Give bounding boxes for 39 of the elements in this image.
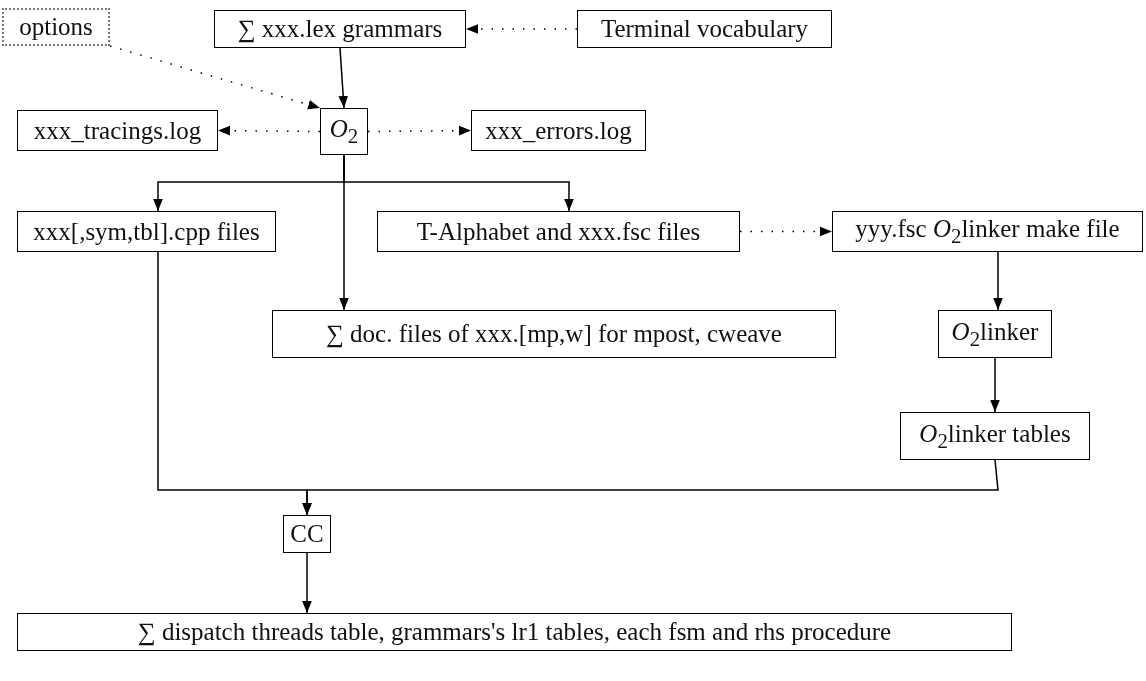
node-label: O$_{2}$linker tables [919,419,1071,453]
dotted-arrow [109,45,321,110]
process-box [283,515,331,553]
node-label: ∑ doc. files of xxx.[mp,w] for mpost, cweave [326,320,782,348]
arrow [302,459,999,516]
process-box [272,310,836,358]
dotted-arrow [367,125,472,136]
process-box [577,10,832,48]
node-label: Terminal vocabulary [600,15,809,43]
dotted-arrow [739,226,833,237]
node-label: options [19,13,93,41]
arrow [339,154,349,311]
node-label: yyy.fsc O$_{2}$linker make file [855,215,1120,248]
arrow [302,552,312,614]
process-box [320,108,368,155]
process-box [17,613,1012,651]
process-box [900,412,1090,460]
arrow [993,251,1003,311]
process-box [377,211,740,252]
node-label: xxx[,sym,tbl].cpp files [33,217,260,246]
node-label: ∑ dispatch threads table, grammars's lr1 tables, each fsm and rhs procedure [137,618,892,646]
process-box [17,211,276,252]
node-label: O$_{2}$ [329,115,359,148]
node-label: CC [290,520,324,548]
node-label: xxx_tracings.log [33,116,202,145]
node-label: xxx_errors.log [485,116,632,145]
dotted-arrow [465,24,578,34]
node-label: T-Alphabet and xxx.fsc files [416,217,701,246]
arrow [338,47,348,109]
process-box [471,110,646,151]
node-label: O$_{2}$linker [951,317,1039,351]
process-box [214,10,466,48]
process-box [938,310,1052,358]
process-box [832,211,1143,252]
dotted-arrow [217,125,321,136]
dotted-box [2,8,110,46]
node-label: ∑ xxx.lex grammars [237,15,443,43]
arrow [990,357,1000,413]
process-box [17,110,218,151]
